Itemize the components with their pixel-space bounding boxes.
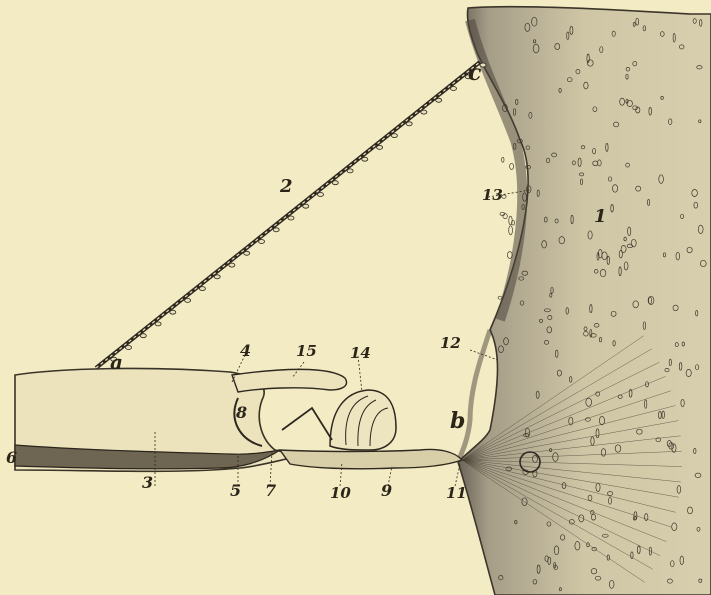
label-12: 12 — [440, 334, 461, 352]
label-6: 6 — [6, 448, 17, 467]
label-15: 15 — [296, 342, 317, 360]
label-10: 10 — [330, 484, 351, 502]
label-8: 8 — [235, 403, 247, 422]
organ-of-corti — [330, 390, 396, 450]
label-2: 2 — [279, 176, 293, 197]
label-13: 13 — [482, 186, 503, 204]
label-c: c — [468, 60, 482, 86]
label-1: 1 — [594, 206, 607, 227]
tectorial-membrane — [232, 369, 347, 392]
label-4: 4 — [240, 341, 251, 360]
basilar-membrane — [280, 449, 462, 468]
label-b: b — [450, 408, 465, 434]
label-7: 7 — [265, 481, 276, 500]
label-a: a — [110, 350, 123, 374]
rods-of-corti — [282, 408, 332, 440]
label-3: 3 — [142, 473, 153, 492]
label-9: 9 — [381, 481, 392, 500]
label-11: 11 — [446, 484, 467, 502]
label-14: 14 — [350, 344, 371, 362]
label-5: 5 — [230, 481, 241, 500]
